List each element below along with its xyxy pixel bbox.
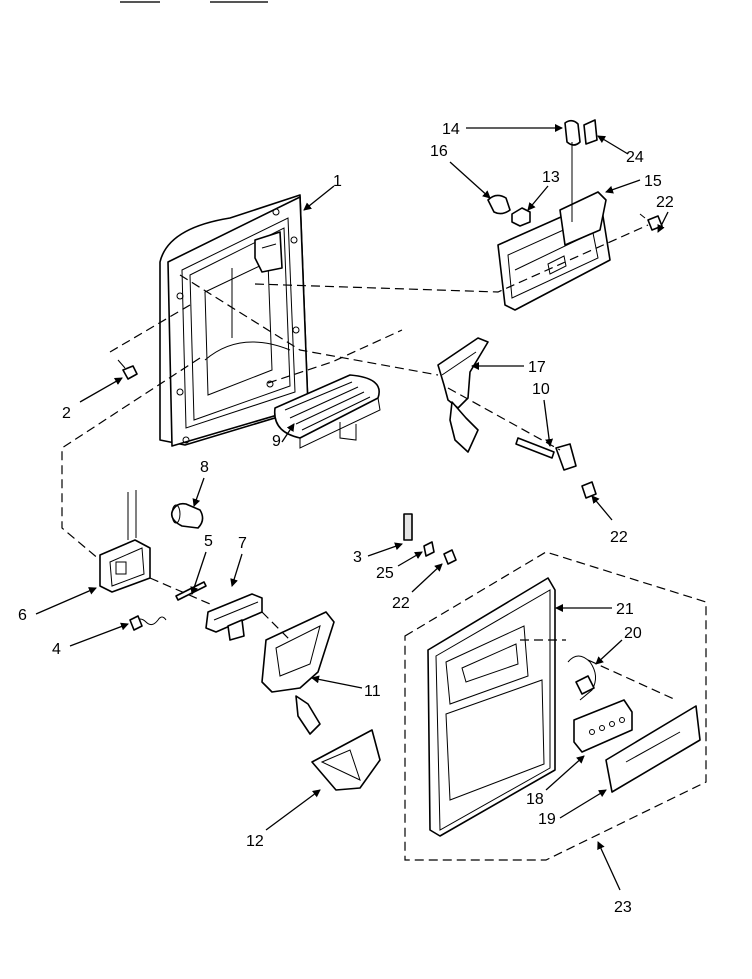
callout-8: 8 bbox=[200, 459, 209, 476]
callout-15: 15 bbox=[644, 173, 662, 190]
callout-21: 21 bbox=[616, 601, 634, 618]
part-23-outline bbox=[404, 551, 707, 861]
callout-23: 23 bbox=[614, 899, 632, 916]
part-18-control-board bbox=[573, 699, 633, 753]
assembly-dashed-lines bbox=[61, 224, 677, 701]
callout-13: 13 bbox=[542, 169, 560, 186]
part-22-screw-right bbox=[581, 481, 597, 499]
part-17-lever bbox=[437, 337, 489, 453]
part-21-front-panel bbox=[427, 577, 556, 837]
part-7-hinge bbox=[205, 593, 263, 641]
callout-6: 6 bbox=[18, 607, 27, 624]
part-15-bracket bbox=[497, 185, 611, 311]
callout-17: 17 bbox=[528, 359, 546, 376]
part-24-plate bbox=[583, 119, 598, 145]
part-11-ice-door bbox=[261, 611, 335, 735]
part-3-switch bbox=[403, 513, 413, 541]
callout-22-top: 22 bbox=[656, 194, 674, 211]
part-8-solenoid bbox=[170, 502, 204, 529]
part-22-screw-mid bbox=[443, 549, 457, 565]
part-10-rod bbox=[515, 437, 577, 471]
callout-leaders bbox=[35, 124, 669, 891]
part-16-bulb bbox=[487, 194, 511, 215]
part-4-spring bbox=[129, 615, 167, 631]
part-25-shim bbox=[423, 541, 435, 557]
part-19-decal bbox=[605, 705, 701, 793]
part-20-wire-harness bbox=[567, 655, 596, 701]
part-22-screw-top bbox=[639, 213, 663, 231]
part-13-socket bbox=[511, 207, 531, 227]
callout-24: 24 bbox=[626, 149, 644, 166]
callout-18: 18 bbox=[526, 791, 544, 808]
callout-19: 19 bbox=[538, 811, 556, 828]
callout-4: 4 bbox=[52, 641, 61, 658]
callout-5: 5 bbox=[204, 533, 213, 550]
part-12-funnel bbox=[311, 729, 381, 791]
callout-20: 20 bbox=[624, 625, 642, 642]
callout-22-mid: 22 bbox=[392, 595, 410, 612]
callout-2: 2 bbox=[62, 405, 71, 422]
callout-7: 7 bbox=[238, 535, 247, 552]
callout-labels: 1 2 3 4 5 6 7 8 9 10 11 12 13 14 15 16 1… bbox=[18, 121, 674, 916]
part-9-drip-tray bbox=[273, 374, 381, 449]
part-2-screw bbox=[117, 359, 138, 380]
callout-3: 3 bbox=[353, 549, 362, 566]
callout-16: 16 bbox=[430, 143, 448, 160]
callout-11: 11 bbox=[364, 683, 381, 700]
callout-12: 12 bbox=[246, 833, 264, 850]
callout-25: 25 bbox=[376, 565, 394, 582]
part-14-actuator bbox=[564, 119, 581, 190]
callout-1: 1 bbox=[333, 173, 342, 190]
callout-9: 9 bbox=[272, 433, 281, 450]
callout-22-right: 22 bbox=[610, 529, 628, 546]
callout-14: 14 bbox=[442, 121, 460, 138]
part-1-dispenser-housing bbox=[159, 194, 309, 447]
part-6-motor-housing bbox=[99, 490, 151, 593]
callout-10: 10 bbox=[532, 381, 550, 398]
